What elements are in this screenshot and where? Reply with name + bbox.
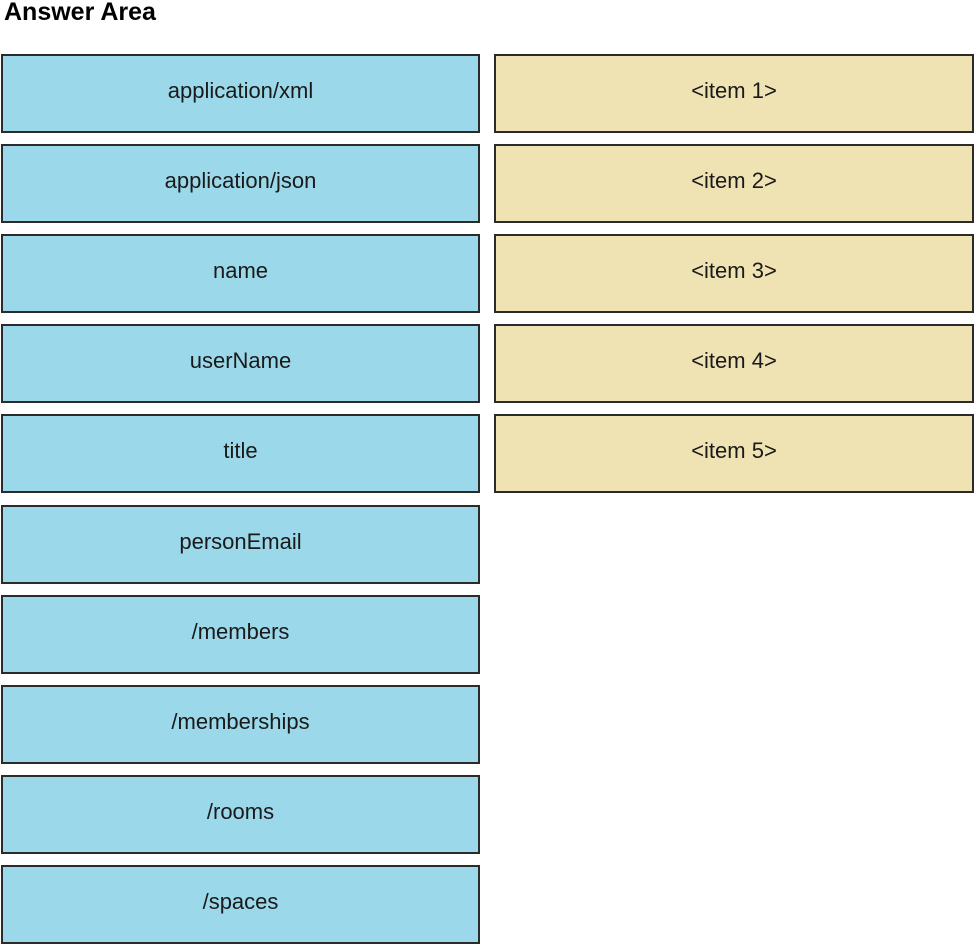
- source-item-personemail[interactable]: personEmail: [1, 505, 480, 584]
- source-item-title[interactable]: title: [1, 414, 480, 493]
- target-slot-4[interactable]: <item 4>: [494, 324, 974, 403]
- source-item-members[interactable]: /members: [1, 595, 480, 674]
- source-item-name[interactable]: name: [1, 234, 480, 313]
- source-item-memberships[interactable]: /memberships: [1, 685, 480, 764]
- answer-area-title: Answer Area: [4, 0, 156, 26]
- source-item-rooms[interactable]: /rooms: [1, 775, 480, 854]
- source-item-application-xml[interactable]: application/xml: [1, 54, 480, 133]
- target-slot-3[interactable]: <item 3>: [494, 234, 974, 313]
- target-slot-1[interactable]: <item 1>: [494, 54, 974, 133]
- target-slot-2[interactable]: <item 2>: [494, 144, 974, 223]
- source-item-spaces[interactable]: /spaces: [1, 865, 480, 944]
- target-slot-5[interactable]: <item 5>: [494, 414, 974, 493]
- source-item-application-json[interactable]: application/json: [1, 144, 480, 223]
- source-item-username[interactable]: userName: [1, 324, 480, 403]
